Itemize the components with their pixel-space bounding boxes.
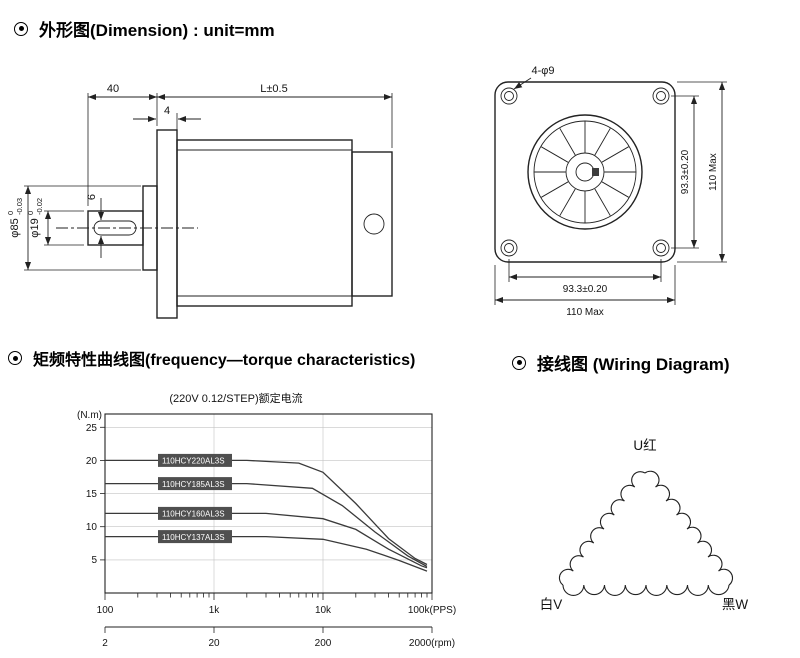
series-label-boxes: 110HCY220AL3S 110HCY185AL3S 110HCY160AL3S 1…	[158, 453, 232, 544]
keyway-slot	[93, 220, 137, 236]
outer-v-label: 110 Max	[708, 153, 719, 191]
curve-110HCY160AL3S	[105, 512, 428, 569]
torque-frequency-chart: (220V 0.12/STEP)额定电流 (N.m) 25 20 15 10 5	[77, 391, 457, 649]
dim-outer-horizontal: 110 Max	[494, 265, 676, 318]
dimension-drawings: 40 L±0.5 4 6	[6, 65, 727, 319]
pilot-dia-label: φ85	[9, 218, 21, 237]
bullet-icon	[8, 351, 22, 365]
dim-6-label: 6	[86, 194, 98, 200]
svg-text:10k: 10k	[315, 605, 332, 616]
winding-v-w	[562, 584, 730, 596]
shaft-tol-upper: 0	[26, 211, 35, 215]
cable-outlet	[363, 213, 385, 235]
series-label-110HCY137AL3S: 110HCY137AL3S	[158, 530, 232, 544]
svg-text:5: 5	[91, 555, 97, 566]
hole-pitch-v-label: 93.3±0.20	[680, 149, 691, 194]
hole-callout: 4-φ9	[513, 65, 555, 90]
svg-text:1k: 1k	[209, 605, 221, 616]
svg-text:20: 20	[208, 638, 220, 649]
svg-text:200: 200	[315, 638, 332, 649]
torque-section-header: 矩频特性曲线图(frequency—torque characteristics…	[8, 346, 415, 370]
svg-text:110HCY220AL3S: 110HCY220AL3S	[162, 457, 225, 466]
motor-side-view: 40 L±0.5 4 6	[6, 83, 393, 319]
dim-hole-pitch-vertical: 93.3±0.20	[671, 95, 699, 249]
face-inner-ring	[533, 120, 637, 224]
dimension-title: 外形图(Dimension) : unit=mm	[39, 21, 275, 40]
svg-text:110HCY160AL3S: 110HCY160AL3S	[162, 510, 225, 519]
dim-shaft-diameter: φ19 0 -0.02	[26, 198, 84, 246]
shaft-dia-label: φ19	[29, 218, 41, 237]
x-axis-labels: 100 1k 10k 100k(PPS)	[97, 605, 457, 616]
pilot-tol-lower: -0.03	[15, 198, 24, 215]
svg-text:100: 100	[97, 605, 114, 616]
motor-front-view: 4-φ9 93.3±0.20 110 Max 93.3±	[494, 65, 727, 318]
svg-text:100k(PPS): 100k(PPS)	[408, 605, 456, 616]
flange-outline	[494, 81, 676, 263]
dim-4-label: 4	[164, 105, 170, 117]
mounting-holes	[500, 87, 670, 257]
hole-pitch-h-label: 93.3±0.20	[563, 284, 608, 295]
bullet-icon	[512, 355, 526, 370]
bullet-icon	[14, 21, 28, 36]
shaft-hole	[575, 162, 595, 182]
svg-text:2: 2	[102, 638, 108, 649]
dim-body-length: L±0.5	[157, 83, 393, 148]
series-label-110HCY160AL3S: 110HCY160AL3S	[158, 506, 232, 520]
svg-text:2000(rpm): 2000(rpm)	[409, 638, 455, 649]
x-axis-minor-ticks	[137, 593, 428, 598]
face-outer-circle	[527, 114, 643, 230]
svg-text:20: 20	[86, 456, 98, 467]
hub-circle	[565, 152, 605, 192]
phase-u-label: U红	[633, 438, 656, 453]
curve-110HCY137AL3S	[105, 535, 428, 572]
curve-110HCY185AL3S	[105, 482, 428, 568]
wiring-title: 接线图 (Wiring Diagram)	[537, 355, 730, 374]
shaft-key	[592, 168, 599, 176]
hole-callout-label: 4-φ9	[531, 65, 554, 77]
y-axis-unit: (N.m)	[77, 410, 102, 421]
shaft-tol-lower: -0.02	[35, 198, 44, 215]
face-spokes	[534, 121, 636, 223]
series-label-110HCY220AL3S: 110HCY220AL3S	[158, 453, 232, 467]
y-axis-ticks	[100, 426, 105, 561]
curve-110HCY220AL3S	[105, 459, 428, 566]
winding-u-v	[558, 471, 646, 586]
dimension-section-header: 外形图(Dimension) : unit=mm	[14, 16, 275, 41]
dim-pilot-diameter: φ85 0 -0.03	[6, 185, 141, 271]
svg-text:110HCY185AL3S: 110HCY185AL3S	[162, 480, 225, 489]
x-axis-major-ticks	[104, 593, 433, 600]
dim-shaft-length: 40	[87, 83, 158, 206]
dim-outer-vertical: 110 Max	[677, 81, 727, 263]
torque-curves	[105, 459, 428, 572]
torque-title: 矩频特性曲线图(frequency—torque characteristics…	[33, 352, 416, 369]
wiring-diagram: U红 白V 黑W	[540, 438, 749, 612]
dim-keyway-width: 6	[86, 194, 105, 258]
dim-L-label: L±0.5	[260, 83, 287, 95]
winding-w-u	[644, 470, 733, 586]
pilot-tol-upper: 0	[6, 211, 15, 215]
dim-hole-pitch-horizontal: 93.3±0.20	[508, 259, 662, 295]
outer-h-label: 110 Max	[566, 307, 604, 318]
rear-housing	[351, 151, 393, 297]
delta-windings	[558, 470, 733, 596]
wiring-section-header: 接线图 (Wiring Diagram)	[512, 350, 730, 375]
chart-title: (220V 0.12/STEP)额定电流	[169, 391, 302, 405]
front-face	[527, 114, 643, 230]
phase-w-label: 黑W	[722, 597, 749, 612]
svg-text:15: 15	[86, 489, 98, 500]
dim-40-label: 40	[107, 83, 119, 95]
dim-flange-thickness: 4	[133, 105, 201, 136]
svg-text:25: 25	[86, 423, 98, 434]
plot-border	[104, 413, 433, 594]
chart-gridlines	[105, 414, 432, 593]
y-axis-labels: 25 20 15 10 5	[86, 423, 98, 566]
svg-text:10: 10	[86, 522, 98, 533]
motor-body	[176, 139, 353, 307]
svg-text:110HCY137AL3S: 110HCY137AL3S	[162, 533, 225, 542]
front-flange	[156, 129, 178, 319]
series-label-110HCY185AL3S: 110HCY185AL3S	[158, 477, 232, 491]
phase-v-label: 白V	[540, 597, 563, 612]
rpm-axis: 2 20 200 2000(rpm)	[102, 626, 455, 649]
